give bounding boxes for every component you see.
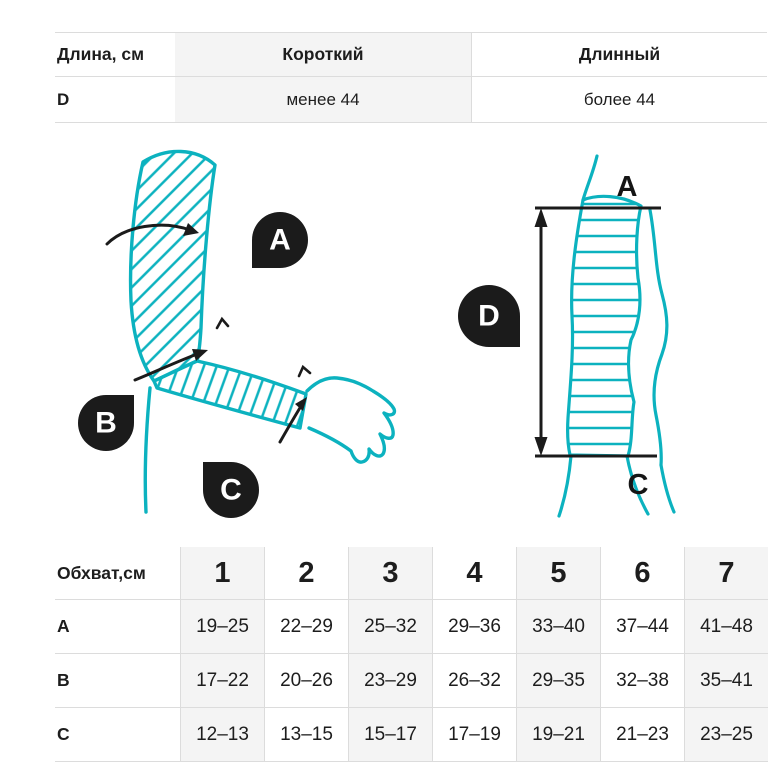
size-header-2: 2	[264, 547, 348, 600]
girth-cell: 19–25	[180, 600, 264, 654]
badge-d: D	[458, 285, 520, 347]
size-header-1: 1	[180, 547, 264, 600]
wrist-line-right	[625, 454, 650, 516]
badge-c-shape	[203, 462, 259, 518]
hand-silhouette-line	[659, 463, 676, 514]
length-short-header: Короткий	[175, 33, 471, 77]
wrist-tick-mark	[297, 364, 312, 378]
badge-a: A	[252, 212, 308, 268]
upper-arm-hatched	[128, 149, 217, 383]
length-long-value: более 44	[471, 77, 767, 123]
girth-header-label: Обхват,см	[55, 547, 180, 600]
length-measure	[535, 206, 661, 458]
badge-a-letter: A	[269, 224, 291, 257]
length-table: Длина, см Короткий Длинный D менее 44 бо…	[55, 32, 767, 123]
elbow-tick-mark	[215, 316, 230, 330]
length-col-header: Длина, см	[55, 33, 175, 77]
badge-c: C	[203, 462, 259, 518]
length-table-data-row: D менее 44 более 44	[55, 77, 767, 123]
girth-cell: 37–44	[600, 600, 684, 654]
body-line	[143, 386, 152, 514]
sleeve-hatched	[566, 194, 643, 458]
length-row-label: D	[55, 77, 175, 123]
girth-table: Обхват,см 1 2 3 4 5 6 7 A 19–25 22–29 25…	[55, 547, 768, 762]
girth-cell: 41–48	[684, 600, 768, 654]
girth-cell: 21–23	[600, 708, 684, 762]
girth-row-c: C 12–13 13–15 15–17 17–19 19–21 21–23 23…	[55, 708, 768, 762]
arrowhead-c	[295, 397, 307, 411]
badge-c-letter: C	[220, 474, 242, 507]
top-level-label: A	[617, 171, 638, 203]
bottom-level-label: C	[628, 469, 649, 501]
girth-cell: 23–25	[684, 708, 768, 762]
badge-d-letter: D	[478, 300, 500, 333]
size-header-5: 5	[516, 547, 600, 600]
girth-cell: 15–17	[348, 708, 432, 762]
wrist-line-left	[557, 454, 573, 518]
girth-cell: 23–29	[348, 654, 432, 708]
girth-row-label-a: A	[55, 600, 180, 654]
measure-arrow-b	[133, 351, 202, 382]
girth-cell: 32–38	[600, 654, 684, 708]
arrowhead-a	[183, 223, 199, 236]
size-header-4: 4	[432, 547, 516, 600]
length-long-header: Длинный	[471, 33, 767, 77]
girth-cell: 19–21	[516, 708, 600, 762]
size-header-3: 3	[348, 547, 432, 600]
girth-cell: 12–13	[180, 708, 264, 762]
girth-cell: 17–19	[432, 708, 516, 762]
girth-row-label-b: B	[55, 654, 180, 708]
length-arrowheads	[534, 208, 548, 456]
girth-row-label-c: C	[55, 708, 180, 762]
length-short-value: менее 44	[175, 77, 471, 123]
girth-row-a: A 19–25 22–29 25–32 29–36 33–40 37–44 41…	[55, 600, 768, 654]
arm-length-diagram: A C D	[458, 154, 676, 518]
badge-a-shape	[252, 212, 308, 268]
girth-cell: 33–40	[516, 600, 600, 654]
girth-cell: 20–26	[264, 654, 348, 708]
girth-cell: 35–41	[684, 654, 768, 708]
measure-arrows	[105, 223, 312, 444]
girth-cell: 26–32	[432, 654, 516, 708]
arrowhead-b	[192, 349, 208, 361]
size-header-7: 7	[684, 547, 768, 600]
measure-arrow-a	[105, 223, 192, 246]
girth-header-row: Обхват,см 1 2 3 4 5 6 7	[55, 547, 768, 600]
size-header-6: 6	[600, 547, 684, 600]
badge-b: B	[78, 395, 134, 451]
girth-cell: 29–36	[432, 600, 516, 654]
forearm-hatched	[152, 359, 308, 430]
arrowhead-down	[534, 437, 548, 456]
badge-b-letter: B	[95, 407, 117, 440]
girth-cell: 17–22	[180, 654, 264, 708]
length-table-header-row: Длина, см Короткий Длинный	[55, 33, 767, 77]
girth-cell: 29–35	[516, 654, 600, 708]
girth-row-b: B 17–22 20–26 23–29 26–32 29–35 32–38 35…	[55, 654, 768, 708]
girth-cell: 25–32	[348, 600, 432, 654]
arm-silhouette-line	[648, 208, 669, 467]
arm-outline	[128, 149, 397, 514]
shoulder-line	[581, 154, 599, 202]
arrowheads	[183, 223, 307, 411]
arrowhead-up	[534, 208, 548, 227]
girth-cell: 13–15	[264, 708, 348, 762]
hand-outline	[305, 376, 397, 464]
badge-d-shape	[458, 285, 520, 347]
arm-girth-diagram: A B C	[78, 149, 397, 518]
girth-cell: 22–29	[264, 600, 348, 654]
sleeve-outline	[557, 154, 676, 518]
badge-b-shape	[78, 395, 134, 451]
